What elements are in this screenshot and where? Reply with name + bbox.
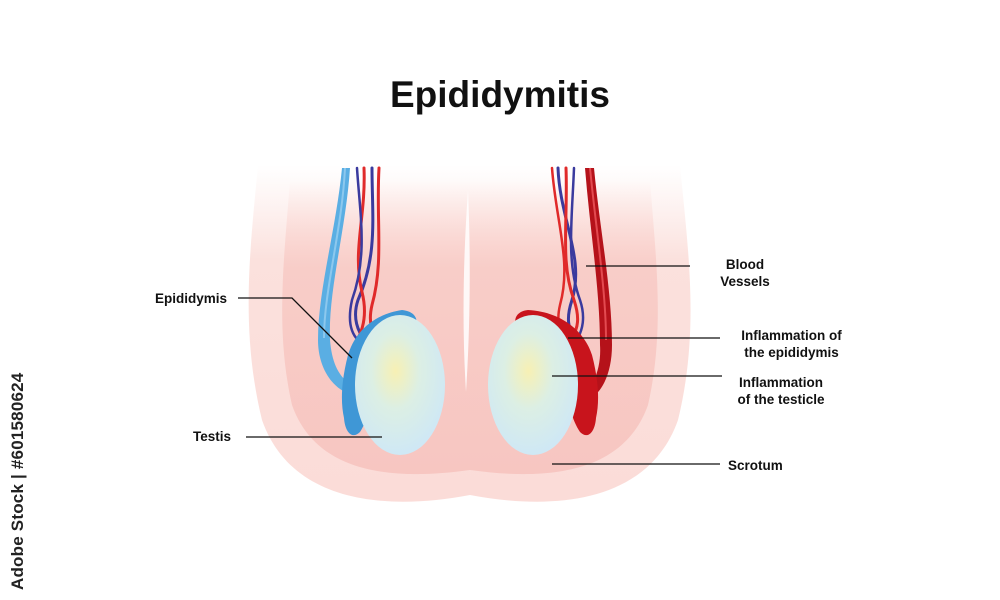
right-testis-inflamed [488,315,578,455]
leader-lines [238,265,722,465]
label-testis-text: Testis [193,429,232,444]
scrotum [248,165,691,502]
label-blood-vessels-line1: Blood [725,257,765,272]
label-epididymis-text: Epididymis [155,291,228,306]
label-blood-vessels-line2: Vessels [720,274,770,289]
label-scrotum: Scrotum [728,457,783,474]
label-inflammation-epididymis: Inflammation of the epididymis [724,327,859,361]
label-blood-vessels: Blood Vessels [705,256,785,290]
label-inflammation-epididymis-line1: Inflammation of [741,328,842,343]
label-inflammation-epididymis-line2: the epididymis [744,345,839,360]
label-testis: Testis [193,428,231,445]
epididymis-leader [238,297,353,359]
label-inflammation-testicle-line1: Inflammation [738,375,823,390]
page-title: Epididymitis [390,74,610,115]
stock-watermark-id: Adobe Stock | #601580624 [8,372,27,590]
left-testis [355,315,445,455]
label-scrotum-text: Scrotum [728,458,783,473]
label-inflammation-testicle: Inflammation of the testicle [722,374,840,408]
label-epididymis: Epididymis [155,290,227,307]
left-blood-vessels [348,166,381,344]
label-inflammation-testicle-line2: of the testicle [737,392,825,407]
